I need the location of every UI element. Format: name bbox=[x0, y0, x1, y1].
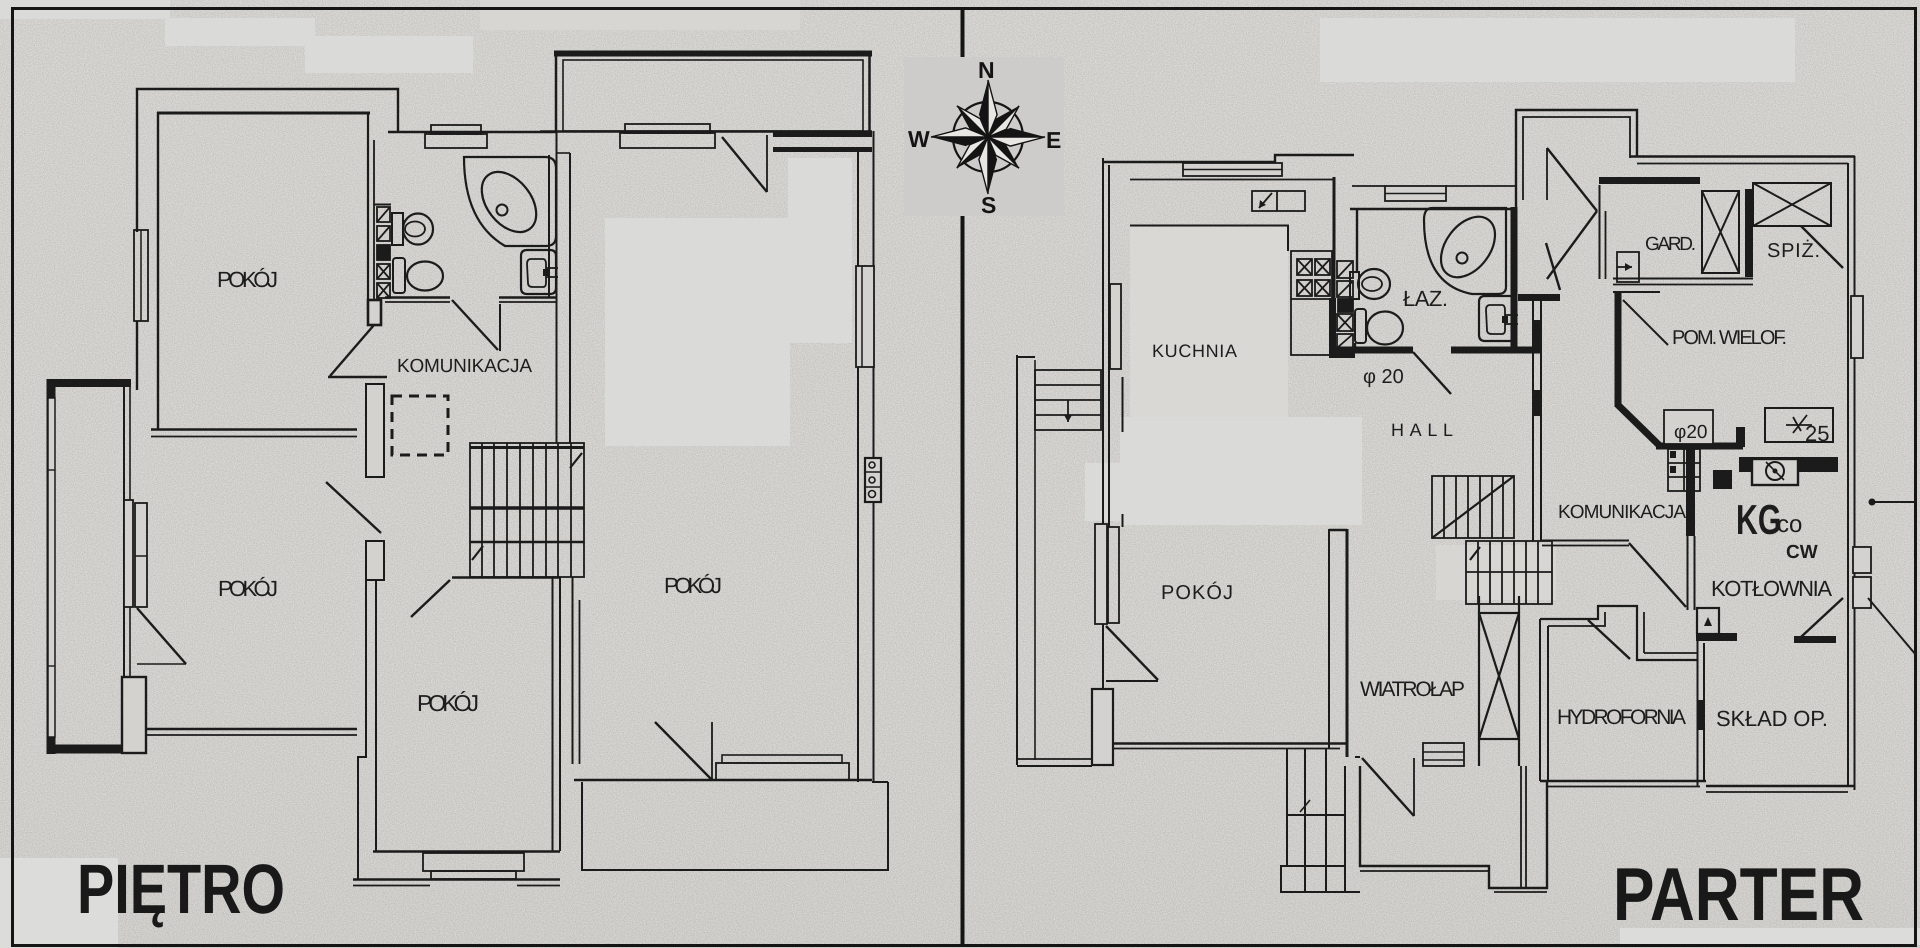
svg-text:POKÓJ: POKÓJ bbox=[1161, 581, 1233, 604]
svg-text:KUCHNIA: KUCHNIA bbox=[1152, 341, 1237, 361]
svg-text:N: N bbox=[978, 57, 995, 83]
svg-text:CW: CW bbox=[1786, 542, 1818, 563]
svg-text:KOMUNIKACJA: KOMUNIKACJA bbox=[397, 356, 532, 377]
svg-text:POKÓJ: POKÓJ bbox=[218, 576, 278, 601]
svg-text:KOTŁOWNIA: KOTŁOWNIA bbox=[1711, 576, 1832, 601]
svg-text:S: S bbox=[981, 192, 996, 218]
svg-text:PIĘTRO: PIĘTRO bbox=[77, 850, 285, 928]
svg-text:WIATROŁAP: WIATROŁAP bbox=[1360, 678, 1465, 701]
svg-text:25: 25 bbox=[1805, 421, 1829, 446]
svg-text:KOMUNIKACJA: KOMUNIKACJA bbox=[1558, 502, 1686, 523]
svg-text:SPIŻ.: SPIŻ. bbox=[1767, 239, 1820, 262]
svg-text:KG: KG bbox=[1736, 496, 1781, 543]
svg-text:POKÓJ: POKÓJ bbox=[664, 573, 722, 598]
svg-text:W: W bbox=[908, 126, 930, 152]
svg-text:GARD.: GARD. bbox=[1645, 234, 1696, 255]
svg-text:POKÓJ: POKÓJ bbox=[217, 267, 278, 292]
svg-text:co: co bbox=[1777, 511, 1802, 538]
svg-text:HYDROFORNIA: HYDROFORNIA bbox=[1557, 706, 1686, 729]
svg-text:POKÓJ: POKÓJ bbox=[417, 690, 479, 716]
svg-text:POM. WIELOF.: POM. WIELOF. bbox=[1672, 327, 1787, 349]
svg-text:ŁAZ.: ŁAZ. bbox=[1403, 286, 1448, 311]
svg-text:SKŁAD OP.: SKŁAD OP. bbox=[1716, 706, 1828, 731]
svg-text:φ 20: φ 20 bbox=[1363, 366, 1404, 388]
svg-text:E: E bbox=[1046, 127, 1061, 153]
svg-text:PARTER: PARTER bbox=[1613, 852, 1864, 936]
svg-text:φ20: φ20 bbox=[1674, 422, 1707, 443]
